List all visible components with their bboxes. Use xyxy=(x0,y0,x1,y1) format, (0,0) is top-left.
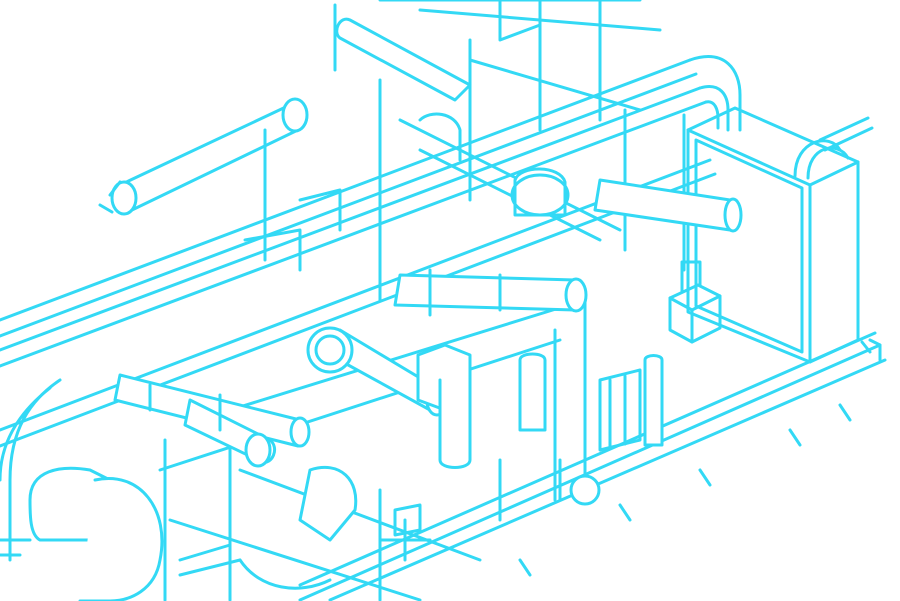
upper-structure xyxy=(243,0,662,272)
heat-exchanger-panel xyxy=(682,106,874,364)
filter-vessels xyxy=(416,343,664,469)
junction-box xyxy=(668,260,722,344)
frame-columns xyxy=(163,0,627,601)
upper-short-pipe xyxy=(333,3,472,102)
skid-base-frame xyxy=(298,331,887,601)
mid-pipe xyxy=(393,268,588,317)
lower-left-pipes xyxy=(113,373,311,468)
mid-right-pipe xyxy=(510,167,743,233)
large-vessel xyxy=(0,466,164,601)
valve-cluster xyxy=(378,368,642,562)
lower-elbows xyxy=(178,465,358,590)
cross-beams xyxy=(158,118,622,601)
upper-left-cylinder xyxy=(98,97,309,216)
